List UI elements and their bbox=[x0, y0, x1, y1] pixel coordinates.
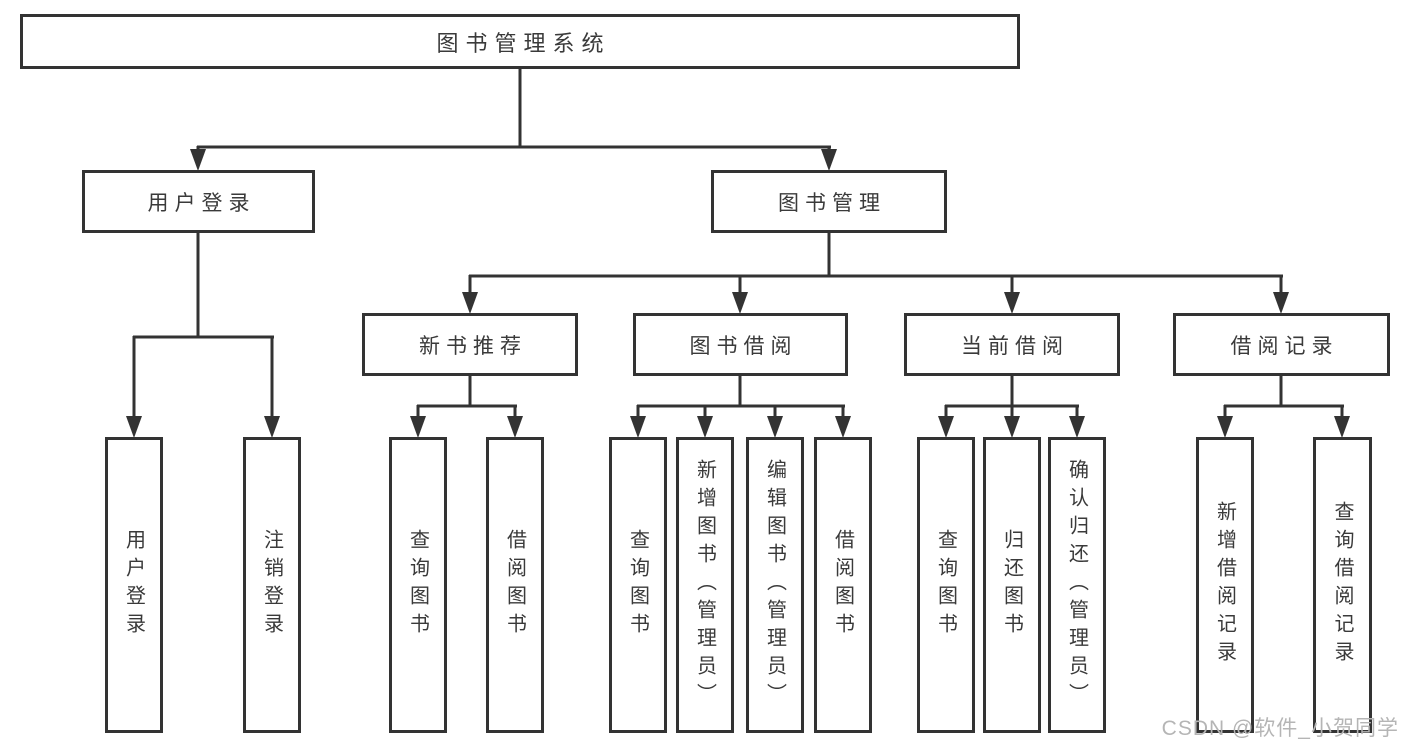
arrowheads bbox=[126, 149, 1350, 438]
node-leaf-logout: 注销登录 bbox=[243, 437, 301, 733]
node-book-borrow: 图书借阅 bbox=[633, 313, 848, 376]
node-user-login-module: 用户登录 bbox=[82, 170, 315, 233]
node-leaf-borrow-books: 借阅图书 bbox=[814, 437, 872, 733]
node-new-book-recommend: 新书推荐 bbox=[362, 313, 578, 376]
node-leaf-edit-books-admin: 编辑图书（管理员） bbox=[746, 437, 804, 733]
node-leaf-query-books-current: 查询图书 bbox=[917, 437, 975, 733]
node-leaf-confirm-return-admin: 确认归还（管理员） bbox=[1048, 437, 1106, 733]
node-leaf-return-books: 归还图书 bbox=[983, 437, 1041, 733]
node-root-library-management-system: 图书管理系统 bbox=[20, 14, 1020, 69]
node-leaf-add-books-admin: 新增图书（管理员） bbox=[676, 437, 734, 733]
node-current-borrow: 当前借阅 bbox=[904, 313, 1120, 376]
node-leaf-query-books-borrow: 查询图书 bbox=[609, 437, 667, 733]
csdn-watermark: CSDN @软件_小贺同学 bbox=[1161, 717, 1399, 740]
node-leaf-query-borrow-record: 查询借阅记录 bbox=[1313, 437, 1372, 733]
node-leaf-query-books-recommend: 查询图书 bbox=[389, 437, 447, 733]
node-borrow-records: 借阅记录 bbox=[1173, 313, 1390, 376]
node-leaf-add-borrow-record: 新增借阅记录 bbox=[1196, 437, 1254, 733]
node-leaf-borrow-books-recommend: 借阅图书 bbox=[486, 437, 544, 733]
node-book-management-module: 图书管理 bbox=[711, 170, 947, 233]
node-leaf-user-login: 用户登录 bbox=[105, 437, 163, 733]
